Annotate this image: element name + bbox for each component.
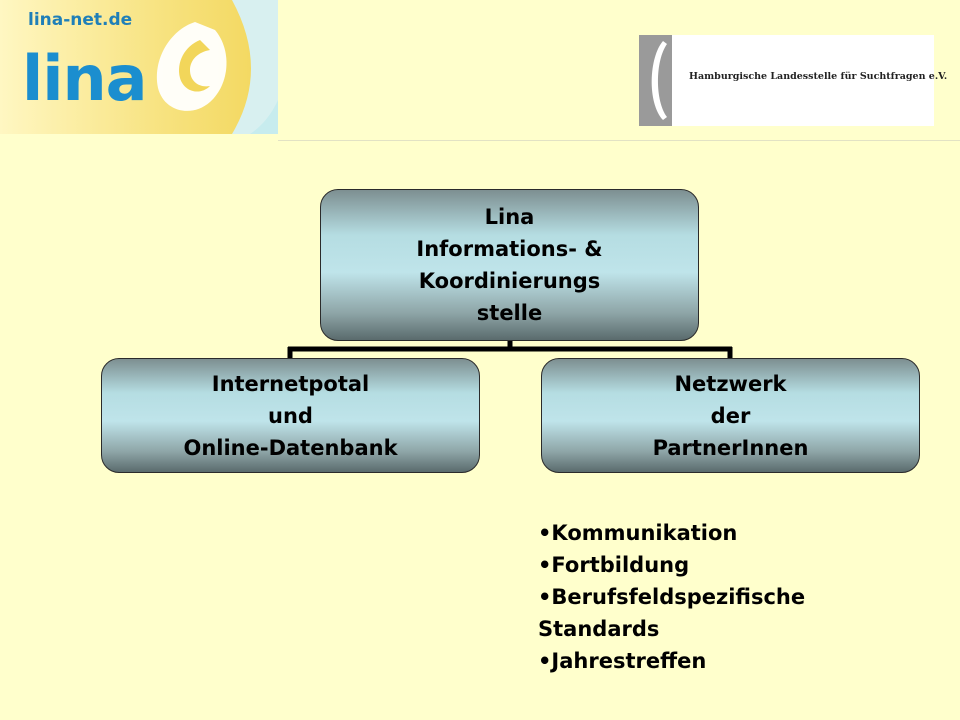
node-line: Internetpotal xyxy=(211,371,370,396)
bullet-item: •Kommunikation xyxy=(538,521,738,545)
netzwerk-bullet-list: •Kommunikation •Fortbildung •Berufsfelds… xyxy=(538,517,838,677)
partner-logo-text: Hamburgische Landesstelle für Suchtfrage… xyxy=(689,71,948,82)
lina-logo: lina-net.de lina xyxy=(0,0,278,134)
logo-domain-text: lina-net.de xyxy=(28,10,133,30)
node-line: Netzwerk xyxy=(674,371,787,396)
node-line: Lina xyxy=(484,205,535,229)
org-node-netzwerk: Netzwerk der PartnerInnen xyxy=(541,358,920,473)
node-line: Online-Datenbank xyxy=(183,435,398,460)
bullet-item: •Fortbildung xyxy=(538,553,690,577)
logo-wordmark: lina xyxy=(22,42,147,115)
node-line: Koordinierungs xyxy=(418,269,601,293)
node-line: und xyxy=(268,403,313,428)
org-node-root: Lina Informations- & Koordinierungs stel… xyxy=(320,189,699,341)
logo-swoosh-icon xyxy=(0,0,278,134)
partner-logo: Hamburgische Landesstelle für Suchtfrage… xyxy=(639,35,947,126)
partner-mark-icon xyxy=(639,35,672,126)
bullet-item: •Jahrestreffen xyxy=(538,649,707,673)
bullet-item: •Berufsfeldspezifische Standards xyxy=(538,585,806,641)
node-line: stelle xyxy=(476,301,543,325)
node-line: der xyxy=(710,403,751,428)
header-divider xyxy=(278,140,960,141)
node-line: Informations- & xyxy=(416,237,603,261)
node-line: PartnerInnen xyxy=(652,435,809,460)
org-node-internetportal: Internetpotal und Online-Datenbank xyxy=(101,358,480,473)
